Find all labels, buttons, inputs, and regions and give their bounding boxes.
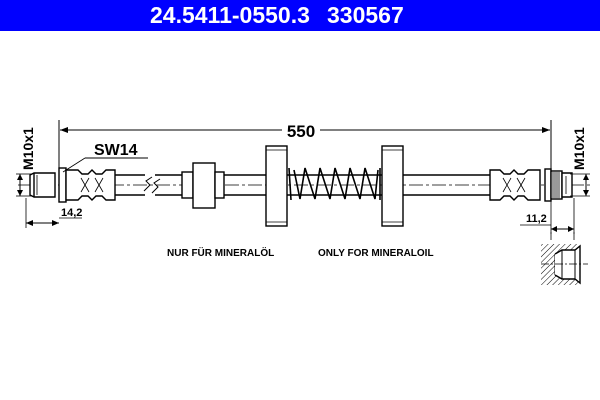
hose-collar (181, 162, 225, 209)
part-number: 24.5411-0550.3 (150, 2, 310, 28)
left-fitting (29, 167, 116, 203)
alt-part-number: 330567 (327, 2, 404, 28)
arrow-left-icon (60, 127, 68, 133)
right-fitting (489, 168, 573, 202)
overall-length-dimension: 550 (58, 120, 552, 188)
arrow-right-icon (542, 127, 550, 133)
left-thread-label: M10x1 (20, 127, 36, 170)
left-fitting-length-label: 14,2 (61, 207, 82, 219)
length-label: 550 (287, 122, 315, 141)
note-german: NUR FÜR MINERALÖL (167, 246, 274, 259)
hose (115, 174, 490, 196)
spring-guard (265, 145, 404, 227)
wrench-size-label: SW14 (94, 142, 138, 159)
note-english: ONLY FOR MINERALOIL (318, 248, 434, 259)
left-fitting-length-dimension: 14,2 (25, 198, 82, 228)
title-bar: 24.5411-0550.3 330567 (0, 0, 600, 31)
right-thread-label: M10x1 (571, 127, 587, 170)
port-section-detail (541, 232, 588, 285)
left-thread-dimension: M10x1 (16, 127, 36, 197)
right-thread-dimension: M10x1 (570, 127, 590, 197)
right-fitting-length-dimension: 11,2 (520, 198, 575, 234)
right-fitting-length-label: 11,2 (526, 213, 547, 225)
spring-coil (288, 167, 381, 201)
wrench-size-callout: SW14 (62, 142, 148, 173)
